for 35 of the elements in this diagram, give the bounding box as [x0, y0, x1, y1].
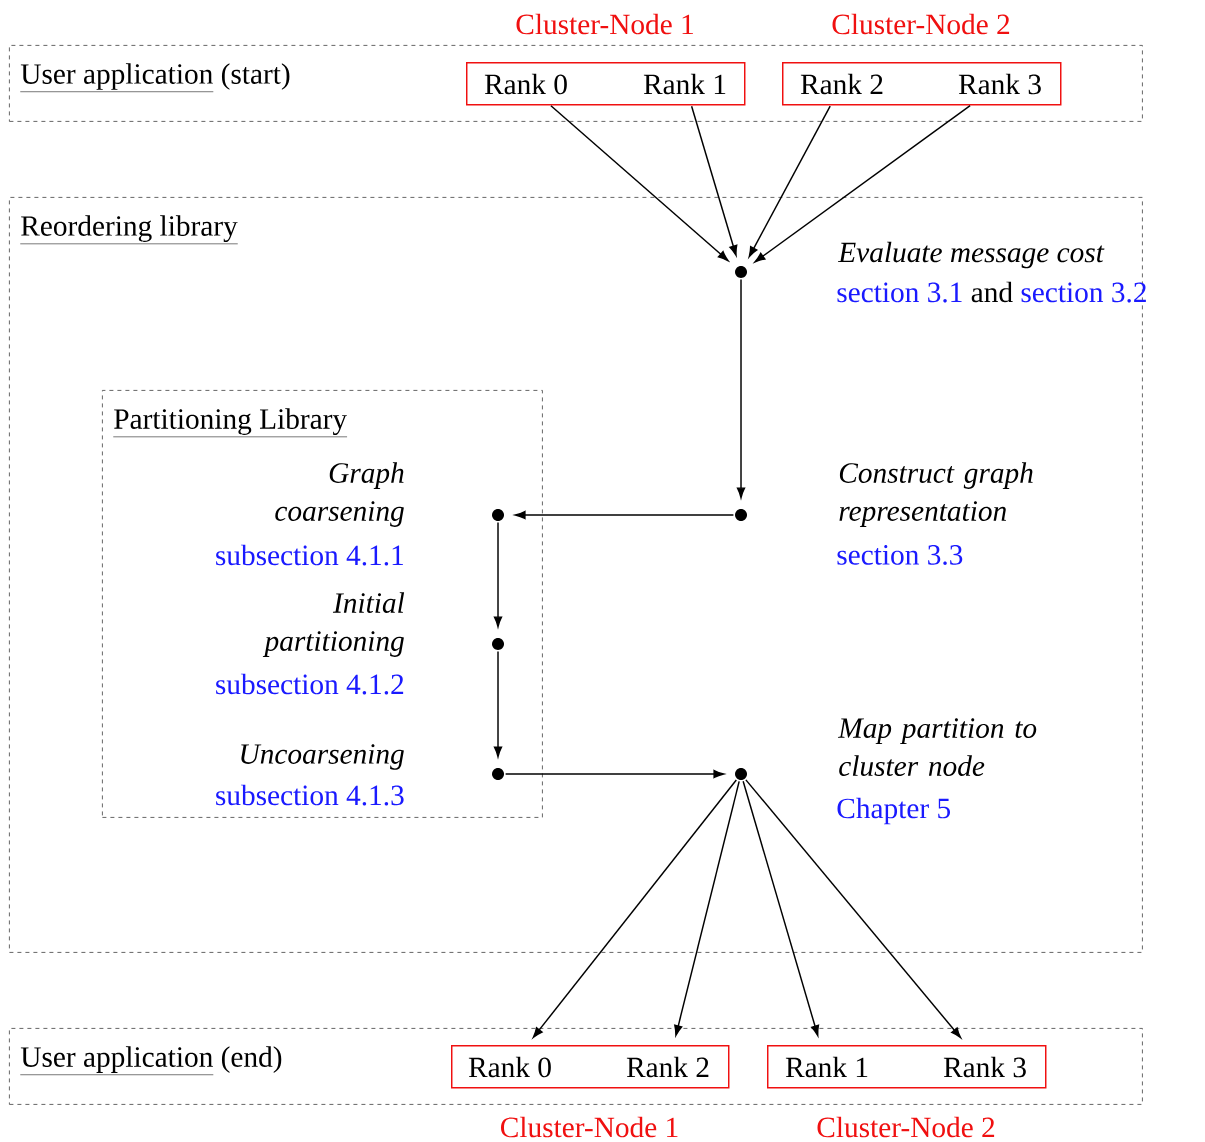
- node-label: Cluster-Node 2: [832, 13, 1010, 35]
- rank-label: Rank 2: [626, 1056, 709, 1078]
- rank-label: Rank 1: [643, 73, 726, 95]
- section-reference: subsection 4.1.1: [216, 544, 403, 566]
- arrow: [514, 510, 735, 520]
- step-description: Map partition to cluster node: [837, 718, 1037, 777]
- node-label: Cluster-Node 2: [817, 1116, 995, 1138]
- section-reference: Chapter 5: [837, 797, 950, 825]
- rank-label: Rank 2: [800, 73, 883, 95]
- arrow: [504, 769, 725, 779]
- step-description: Evaluate message cost: [837, 241, 1105, 269]
- step-description: Initial partitioning: [262, 592, 405, 657]
- rank-label: Rank 0: [484, 73, 567, 95]
- node-label: Cluster-Node 1: [516, 13, 693, 35]
- node-label: Cluster-Node 1: [501, 1116, 678, 1138]
- rank-label: Rank 0: [468, 1056, 551, 1078]
- section-reference: section 3.3: [837, 545, 963, 565]
- section-reference: subsection 4.1.3: [216, 784, 404, 806]
- step-description: Graph coarsening: [275, 462, 404, 527]
- step-description: Construct graph representation: [839, 462, 1033, 527]
- arrow: [745, 779, 962, 1039]
- arrow: [736, 278, 746, 499]
- arrow: [742, 780, 820, 1037]
- arrow: [748, 105, 831, 258]
- arrow: [532, 779, 738, 1038]
- step-description: Uncoarsening: [241, 744, 404, 770]
- arrow: [690, 105, 738, 256]
- rank-label: Rank 1: [785, 1056, 868, 1078]
- rank-label: Rank 3: [943, 1056, 1026, 1078]
- arrow: [493, 650, 503, 758]
- rank-label: Rank 3: [958, 73, 1041, 95]
- section-reference: section 3.1 and section 3.2: [837, 281, 1146, 303]
- section-reference: subsection 4.1.2: [216, 673, 404, 695]
- arrow: [493, 521, 503, 628]
- arrow: [674, 780, 740, 1036]
